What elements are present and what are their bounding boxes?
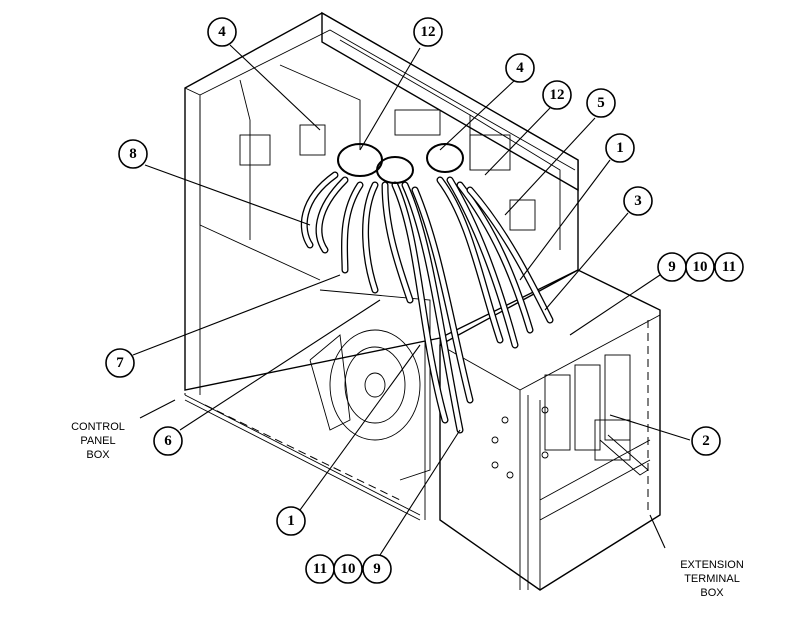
callout-2: 2: [691, 426, 721, 456]
extension-terminal-box-drawing: [439, 269, 661, 591]
svg-text:PANEL: PANEL: [80, 435, 115, 447]
svg-text:TERMINAL: TERMINAL: [684, 573, 740, 585]
svg-text:11: 11: [722, 259, 736, 275]
svg-text:12: 12: [421, 24, 436, 40]
callout-12-top: 12: [413, 17, 443, 47]
callout-12-right: 12: [542, 80, 572, 110]
control-panel-box-label: CONTROL PANEL BOX: [71, 421, 125, 461]
svg-text:4: 4: [218, 24, 226, 40]
svg-text:6: 6: [164, 433, 172, 449]
svg-text:10: 10: [693, 259, 708, 275]
svg-text:5: 5: [597, 95, 605, 111]
svg-text:BOX: BOX: [700, 587, 724, 599]
leader-lines: [132, 44, 691, 556]
svg-text:8: 8: [129, 146, 137, 162]
svg-text:BOX: BOX: [86, 449, 110, 461]
svg-text:CONTROL: CONTROL: [71, 421, 125, 433]
svg-text:12: 12: [550, 87, 565, 103]
svg-text:9: 9: [373, 561, 381, 577]
svg-text:EXTENSION: EXTENSION: [680, 559, 744, 571]
callout-8: 8: [118, 139, 148, 169]
svg-text:1: 1: [287, 513, 295, 529]
callout-6: 6: [153, 426, 183, 456]
svg-text:9: 9: [668, 259, 676, 275]
callout-11-10-9-bottom: 11 10 9: [305, 554, 392, 584]
callout-5: 5: [586, 88, 616, 118]
svg-text:11: 11: [313, 561, 327, 577]
svg-text:4: 4: [516, 60, 524, 76]
callout-7: 7: [105, 348, 135, 378]
cable-bundle: [300, 143, 554, 434]
callout-4-top-left: 4: [207, 17, 237, 47]
callout-9-10-11-right: 9 10 11: [657, 252, 744, 282]
svg-text:10: 10: [341, 561, 356, 577]
svg-text:1: 1: [616, 140, 624, 156]
svg-text:3: 3: [634, 193, 642, 209]
svg-text:7: 7: [116, 355, 124, 371]
callout-3: 3: [623, 186, 653, 216]
callout-1-bottom: 1: [276, 506, 306, 536]
extension-terminal-box-label: EXTENSION TERMINAL BOX: [680, 559, 744, 599]
svg-text:2: 2: [702, 433, 710, 449]
callout-4-top-right: 4: [505, 53, 535, 83]
callout-1-right: 1: [605, 133, 635, 163]
